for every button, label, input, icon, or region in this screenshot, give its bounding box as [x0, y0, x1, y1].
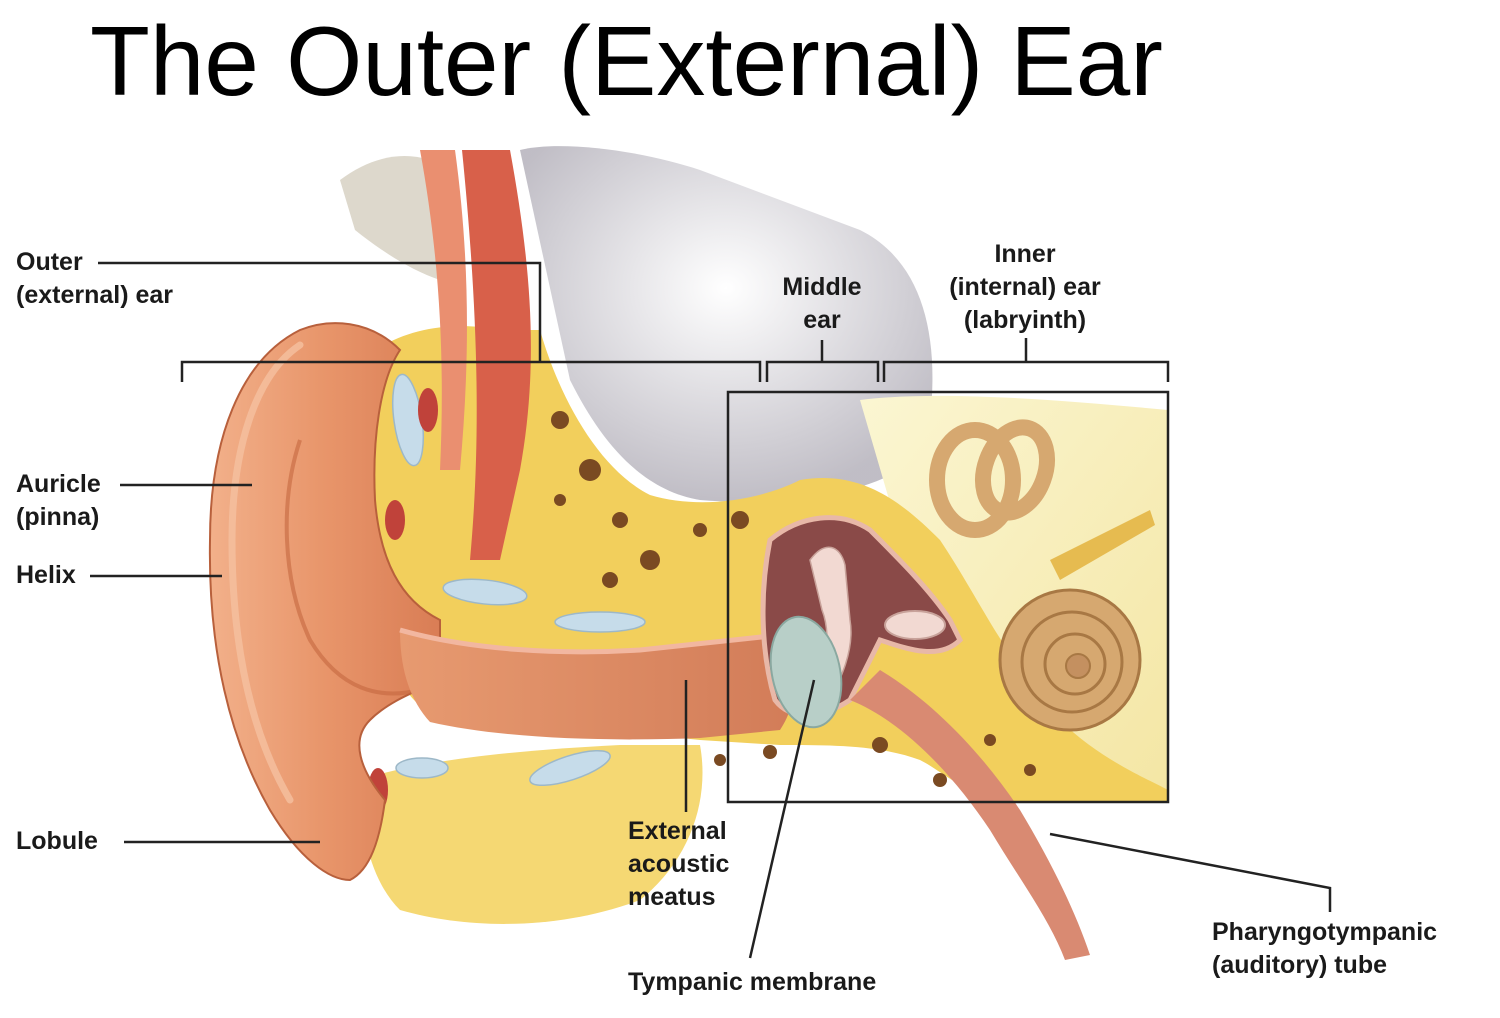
inner-ear-label-line2: (internal) ear	[949, 273, 1101, 301]
helix-label: Helix	[16, 561, 76, 589]
middle-ear-label-line2: ear	[803, 306, 841, 334]
lobule-label: Lobule	[16, 827, 98, 855]
canal-lining-top	[399, 627, 781, 655]
ear-canal	[400, 630, 795, 740]
hair	[340, 156, 450, 280]
stapes	[884, 610, 946, 640]
meatus-label-line3: meatus	[628, 883, 716, 911]
page-title: The Outer (External) Ear	[90, 6, 1163, 116]
inner-ear-label-line1: Inner	[994, 240, 1056, 268]
inner-ear-label: Inner (internal) ear (labryinth)	[920, 238, 1130, 337]
helix-fold	[228, 341, 304, 804]
external-acoustic-meatus-label: External acoustic meatus	[628, 815, 729, 914]
nerve	[1050, 510, 1155, 580]
middle-ear-label: Middle ear	[762, 271, 882, 337]
cartilage-pieces	[391, 373, 646, 787]
lower-tissue	[360, 745, 703, 924]
auricle-label-line2: (pinna)	[16, 503, 100, 531]
outer-ear-label-line1: Outer	[16, 248, 83, 276]
concha	[284, 439, 421, 696]
cochlea	[998, 588, 1142, 732]
outer-ear-label-line2: (external) ear	[16, 281, 174, 309]
tympanic-leader	[748, 679, 816, 959]
bone-pores	[551, 411, 1036, 787]
pharyngotympanic-tube-label: Pharyngotympanic (auditory) tube	[1212, 916, 1437, 982]
tympanic-membrane-label: Tympanic membrane	[628, 968, 877, 996]
inset-frame	[726, 390, 1170, 804]
outer-ear-leader	[98, 261, 542, 362]
auricle-label: Auricle (pinna)	[16, 468, 101, 534]
tympanic-membrane-shape	[769, 615, 843, 729]
region-brackets	[180, 338, 1170, 382]
muscle-strip	[462, 150, 531, 560]
auricle-shape	[208, 322, 441, 882]
skin-strip	[420, 150, 467, 470]
middle-ear-label-line1: Middle	[782, 273, 862, 301]
meatus-label-line1: External	[628, 817, 727, 845]
outer-ear-label: Outer (external) ear	[16, 246, 173, 312]
meatus-label-line2: acoustic	[628, 850, 730, 878]
outer-ear-bracket	[180, 360, 762, 382]
cranial-shadow	[520, 146, 933, 502]
auditory-tube	[850, 670, 1090, 960]
tube-leader	[1049, 832, 1332, 912]
tube-label-line1: Pharyngotympanic	[1212, 918, 1438, 946]
auricle-label-line1: Auricle	[16, 470, 101, 498]
tube-label-line2: (auditory) tube	[1212, 951, 1387, 979]
inner-ear-label-line3: (labryinth)	[963, 306, 1087, 334]
leader-lines	[90, 261, 1332, 959]
semicircular-canals	[929, 419, 1055, 538]
